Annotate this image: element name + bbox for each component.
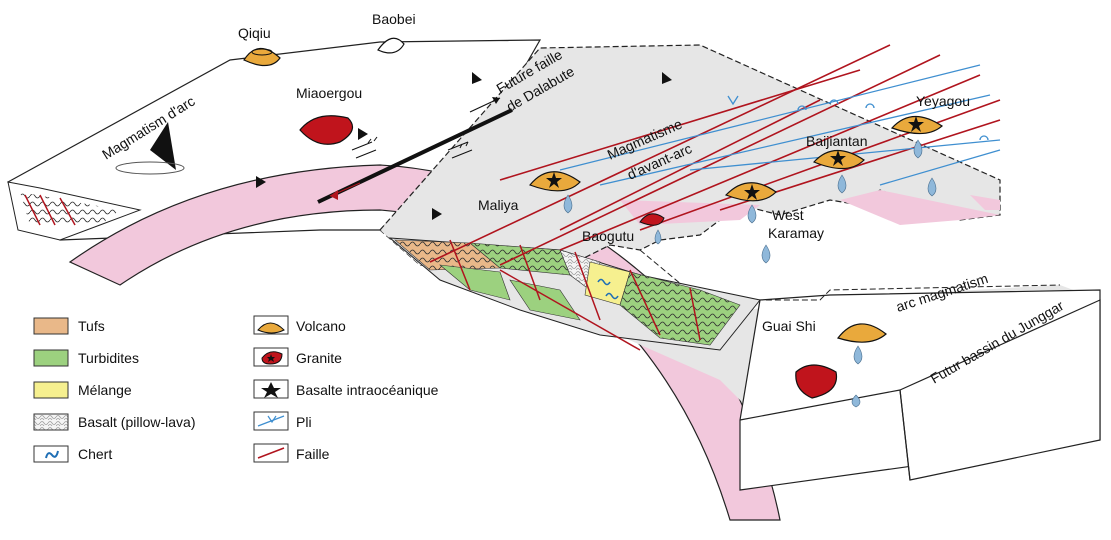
legend-label-turbidites: Turbidites bbox=[78, 350, 139, 366]
legend-label-granite: Granite bbox=[296, 350, 342, 366]
legend-label-tufs: Tufs bbox=[78, 318, 105, 334]
label-miaoergou: Miaoergou bbox=[296, 85, 362, 101]
label-baogutu: Baogutu bbox=[582, 228, 634, 244]
turbidites-swatch bbox=[34, 350, 68, 366]
label-baijiantan: Baijiantan bbox=[806, 133, 868, 149]
melange-swatch bbox=[34, 382, 68, 398]
tufs-swatch bbox=[34, 318, 68, 334]
legend-label-faille: Faille bbox=[296, 446, 330, 462]
basalt-swatch bbox=[34, 414, 68, 430]
volcano-west-karamay bbox=[726, 183, 776, 263]
label-baobei: Baobei bbox=[372, 11, 416, 27]
label-karamay: Karamay bbox=[768, 225, 824, 241]
legend-label-pli: Pli bbox=[296, 414, 312, 430]
label-yeyagou: Yeyagou bbox=[916, 93, 970, 109]
label-qiqiu: Qiqiu bbox=[238, 25, 271, 41]
legend-label-melange: Mélange bbox=[78, 382, 132, 398]
label-west: West bbox=[772, 207, 804, 223]
legend-left: Tufs Turbidites Mélange Basalt (pillow-l… bbox=[34, 318, 195, 462]
legend-label-basalt: Basalt (pillow-lava) bbox=[78, 414, 195, 430]
legend-label-basalte: Basalte intraocéanique bbox=[296, 382, 439, 398]
legend-label-chert: Chert bbox=[78, 446, 112, 462]
label-maliya: Maliya bbox=[478, 197, 519, 213]
label-guai-shi: Guai Shi bbox=[762, 318, 816, 334]
legend-right: Volcano Granite Basalte intraocéanique P… bbox=[254, 316, 439, 462]
legend-label-volcano: Volcano bbox=[296, 318, 346, 334]
